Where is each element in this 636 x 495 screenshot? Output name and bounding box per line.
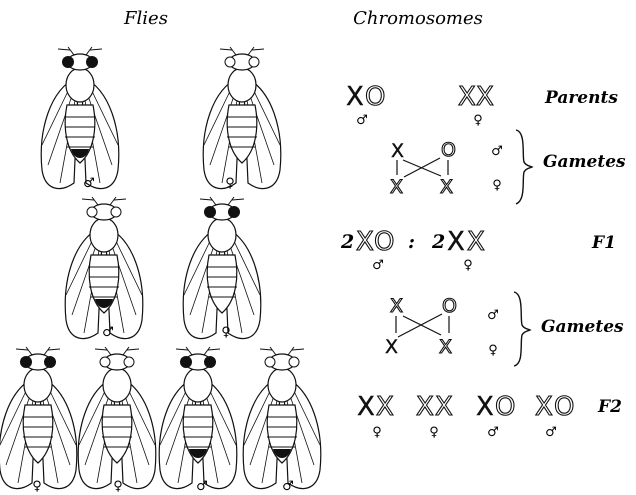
f1-label: F1 <box>591 233 616 253</box>
fly-7-male <box>159 347 237 489</box>
f2-2-x-b: X <box>435 392 453 422</box>
f1-male-x: X <box>356 227 374 257</box>
gametes-label-2: Gametes <box>541 317 624 337</box>
gametes-1-cross: X O X X <box>390 139 456 198</box>
fly-1-sex: ♂ <box>83 176 95 191</box>
f2-1-x-solid: X <box>357 392 375 422</box>
f1-coef-1: 2 <box>340 231 354 253</box>
gamete-1-x-male: X <box>391 140 404 162</box>
f1-colon: : <box>408 231 415 253</box>
gametes-2-female-sex: ♀ <box>488 343 498 358</box>
fly-6-female <box>78 347 156 489</box>
f2-4-x: X <box>535 392 553 422</box>
gamete-2-x-a: X <box>390 295 403 317</box>
f2-4-o: O <box>554 392 574 422</box>
fly-6-sex: ♀ <box>113 479 123 494</box>
fly-8-sex: ♂ <box>282 479 294 494</box>
f1-male-o: O <box>374 227 394 257</box>
f1-female-x-solid: X <box>447 227 465 257</box>
gametes-2-cross: X O X X <box>385 295 457 358</box>
fly-2-sex: ♀ <box>225 176 235 191</box>
gametes-1-brace <box>516 130 532 204</box>
flies-header: Flies <box>123 8 168 29</box>
gametes-2-brace <box>514 292 530 366</box>
parent-male-x: X <box>346 82 364 112</box>
gamete-2-x-b: X <box>439 336 452 358</box>
fly-4-sex: ♀ <box>221 325 231 340</box>
chromosomes-header: Chromosomes <box>353 8 483 29</box>
f1-female-x-hollow: X <box>467 227 485 257</box>
fly-3-male <box>65 197 143 339</box>
f1-male-sex: ♂ <box>372 258 384 273</box>
fly-7-sex: ♂ <box>196 479 208 494</box>
parent-female-x1: X <box>458 82 476 112</box>
parent-female-sex: ♀ <box>473 113 483 128</box>
gamete-2-x-solid: X <box>385 336 398 358</box>
f2-4-sex: ♂ <box>545 425 557 440</box>
gamete-1-o: O <box>441 139 456 161</box>
parent-male-sex: ♂ <box>356 113 368 128</box>
gamete-1-x-female-b: X <box>440 176 453 198</box>
gametes-2-male-sex: ♂ <box>487 308 499 323</box>
gametes-1-male-sex: ♂ <box>491 144 503 159</box>
f2-1-sex: ♀ <box>372 425 382 440</box>
f2-3-o: O <box>495 392 515 422</box>
fly-2-female <box>203 47 281 189</box>
f2-1-x-hollow: X <box>376 392 394 422</box>
gametes-label-1: Gametes <box>543 152 626 172</box>
fly-5-female <box>0 347 77 489</box>
parent-female-x2: X <box>476 82 494 112</box>
f2-2-x-a: X <box>416 392 434 422</box>
f2-3-sex: ♂ <box>487 425 499 440</box>
fly-5-sex: ♀ <box>32 479 42 494</box>
fly-3-sex: ♂ <box>102 325 114 340</box>
f1-coef-2: 2 <box>431 231 445 253</box>
gamete-1-x-female-a: X <box>390 176 403 198</box>
fly-1-male <box>41 47 119 189</box>
f1-female-sex: ♀ <box>463 258 473 273</box>
f2-label: F2 <box>597 397 622 417</box>
gamete-2-o: O <box>442 295 457 317</box>
fly-8-male <box>243 347 321 489</box>
gametes-1-female-sex: ♀ <box>492 178 502 193</box>
parent-male-o: O <box>365 82 385 112</box>
f2-3-x-solid: X <box>476 392 494 422</box>
f2-2-sex: ♀ <box>429 425 439 440</box>
parents-label: Parents <box>544 88 618 108</box>
fly-4-female <box>183 197 261 339</box>
